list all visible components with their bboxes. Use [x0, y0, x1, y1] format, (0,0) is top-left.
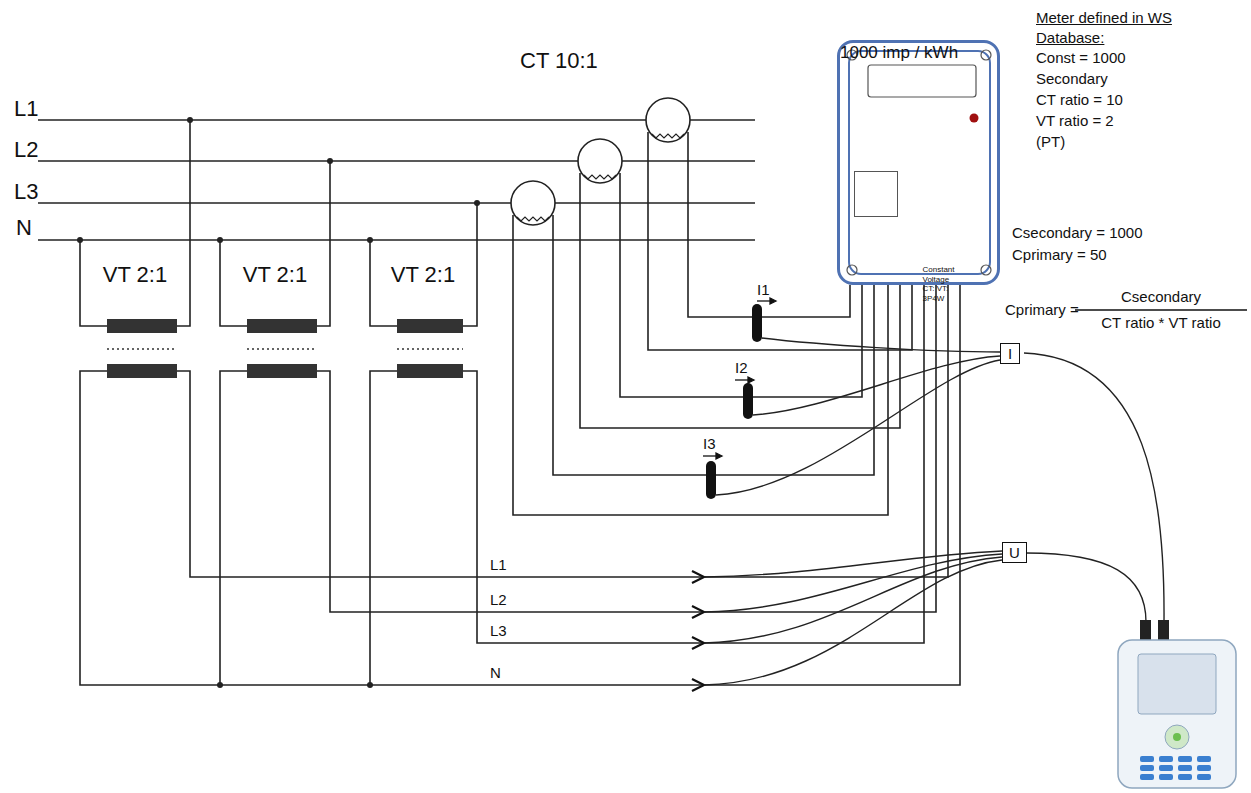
ct-rings	[511, 98, 690, 225]
current-clamps	[706, 304, 762, 499]
wire-label: I1	[757, 281, 770, 298]
meter-constant: 1000 imp / kWh	[840, 43, 958, 63]
probe-leads	[704, 551, 1146, 685]
vt-core	[107, 348, 463, 350]
wire-label: Cprimary = 50	[1012, 246, 1107, 263]
wire-label: L1	[490, 556, 507, 573]
wire-label: (PT)	[1036, 133, 1065, 150]
wire-label: Csecondary	[1121, 288, 1201, 305]
vt-wiring	[80, 120, 960, 685]
wire-label: Cprimary =	[1005, 301, 1079, 318]
wire-label: CT 10:1	[520, 48, 598, 73]
wire-label: L1	[14, 96, 38, 121]
meter-housing	[847, 50, 991, 275]
meter-housing: Constant Voltage CT: VT: 3P4W 1000 imp / …	[837, 40, 1000, 285]
wire-label: Const = 1000	[1036, 49, 1126, 66]
wire-label: Secondary	[1036, 70, 1108, 87]
wire-label: CT ratio * VT ratio	[1101, 314, 1221, 331]
wire-label: L2	[14, 137, 38, 162]
junction-dots	[77, 117, 480, 688]
ct-windings	[517, 134, 684, 221]
wire-label: L2	[490, 591, 507, 608]
vt-coils	[107, 319, 463, 378]
meter-nameplate: Constant Voltage CT: VT: 3P4W	[854, 171, 898, 217]
input-letter: I	[1008, 345, 1012, 362]
wire-label: VT 2:1	[391, 262, 455, 287]
tester-device	[1118, 620, 1236, 788]
wire-label: L3	[14, 179, 38, 204]
current-arrows	[703, 298, 776, 459]
voltage-probes	[692, 571, 704, 691]
wire-label: I2	[735, 359, 748, 376]
clamp-leads	[716, 338, 1164, 622]
wire-label: I3	[703, 435, 716, 452]
input-letter: U	[1009, 544, 1020, 561]
wire-label: CT ratio = 10	[1036, 91, 1123, 108]
wire-label: Meter defined in WS Database:	[1036, 8, 1196, 49]
voltage-input-box: U	[1002, 542, 1027, 563]
wire-label: Csecondary = 1000	[1012, 224, 1143, 241]
fraction-bar	[1075, 309, 1247, 310]
wire-label: N	[490, 664, 501, 681]
wire-label: L3	[490, 622, 507, 639]
current-input-box: I	[1000, 343, 1020, 364]
nameplate-text: Constant Voltage CT: VT: 3P4W	[922, 265, 954, 303]
wire-label: VT 2:1	[243, 262, 307, 287]
wire-label: VT 2:1	[103, 262, 167, 287]
wire-label: VT ratio = 2	[1036, 112, 1114, 129]
wire-label: N	[16, 215, 32, 240]
